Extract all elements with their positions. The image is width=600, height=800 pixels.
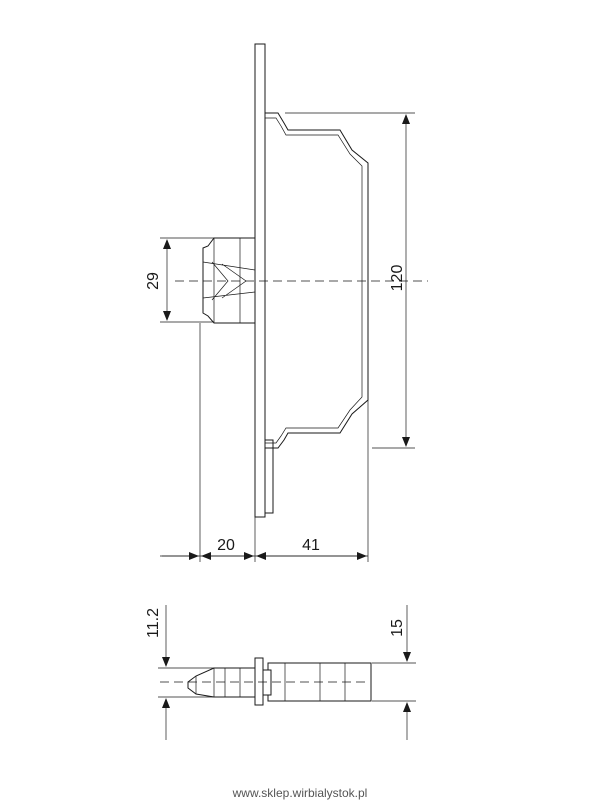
- watermark: www.sklep.wirbialystok.pl: [232, 786, 368, 800]
- plan-plate: [254, 657, 264, 706]
- dim-20-label: 20: [217, 537, 235, 554]
- side-view: [175, 43, 428, 518]
- dim-29-label: 29: [145, 272, 162, 290]
- knob: [202, 237, 256, 324]
- plate-lower-flange: [264, 439, 274, 514]
- mounting-plate: [254, 43, 266, 518]
- dim-120-label: 120: [389, 265, 406, 292]
- dim-120: 120: [285, 112, 415, 449]
- dim-15-label: 15: [389, 619, 406, 637]
- handle-cup-inner: [265, 117, 363, 444]
- handle-cup-outline: [265, 112, 369, 449]
- knob-detail: [202, 238, 256, 323]
- plan-view: [160, 657, 372, 706]
- dim-41-label: 41: [302, 537, 320, 554]
- plan-knob: [187, 667, 256, 698]
- dim-11-2: 11.2: [145, 605, 214, 740]
- dim-depth: 20 41: [160, 323, 369, 562]
- dim-11-2-label: 11.2: [145, 608, 162, 638]
- dim-29: 29: [145, 237, 214, 323]
- dim-15: 15: [372, 605, 416, 740]
